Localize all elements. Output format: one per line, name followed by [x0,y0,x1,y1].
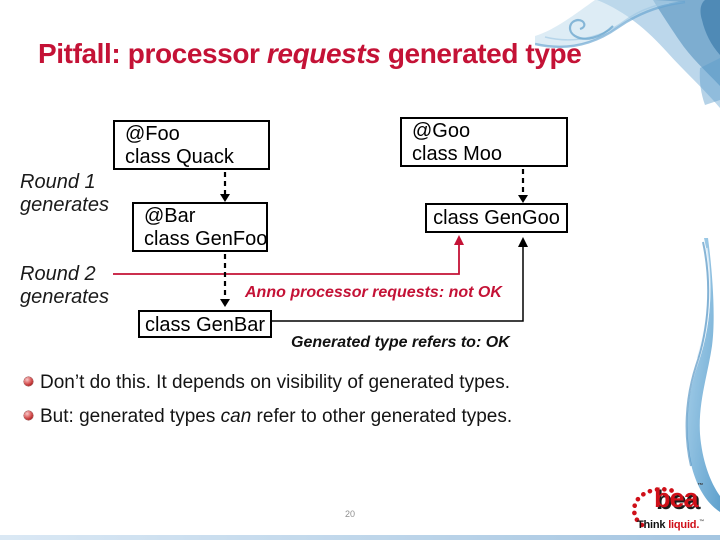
list-item: Don’t do this. It depends on visibility … [24,370,664,395]
box-goo-moo-line1: @Goo [412,120,471,142]
tagline-liquid: liquid. [668,519,700,531]
trademark-symbol: ™ [697,483,704,489]
title-text-suffix: generated type [380,38,582,69]
bullet-list: Don’t do this. It depends on visibility … [24,370,664,438]
box-bar-genfoo: @Bar class GenFoo [132,202,268,252]
box-bar-genfoo-line2: class GenFoo [144,228,268,250]
annotation-ok: Generated type refers to: OK [291,334,510,351]
page-number: 20 [344,509,355,519]
red-sphere-bullet-icon [24,411,33,420]
title-text-prefix: Pitfall: processor [38,38,267,69]
bottom-accent-band [0,535,720,540]
box-goo-moo-line2: class Moo [412,143,503,165]
bullet-2-prefix: But: generated types [40,406,221,427]
red-sphere-bullet-icon [24,377,33,386]
bullet-text-2: But: generated types can refer to other … [40,404,512,429]
round-1-label-line1: Round 1 [20,171,96,193]
round-2-label: Round 2 generates [20,263,130,309]
tagline-think: Think [637,519,666,531]
box-gengoo: class GenGoo [425,203,568,233]
trademark-symbol: ™ [699,519,704,525]
bullet-2-suffix: refer to other generated types. [251,406,513,427]
dashed-arrowhead-down-icon [220,299,230,307]
box-genbar-line1: class GenBar [144,314,266,336]
black-ok-connector [272,243,524,322]
red-arrowhead-up-icon [454,235,464,245]
box-foo-quack-line1: @Foo [125,123,180,145]
bullet-2-italic: can [220,406,252,427]
box-foo-quack-line2: class Quack [125,146,234,168]
dashed-arrowhead-down-icon [220,194,230,202]
box-foo-quack: @Foo class Quack [113,120,270,170]
blue-ribbon-decoration [685,238,720,512]
title-text-italic: requests [266,38,381,69]
box-gengoo-line1: class GenGoo [433,207,560,229]
dashed-arrowhead-down-icon [518,195,528,203]
bea-wordmark: bea™ [654,483,704,514]
bea-dotted-swirl-icon [631,486,679,528]
page-title: Pitfall: processor requests generated ty… [38,38,582,70]
bullet-1-prefix: Don’t do this. It depends on visibility … [40,372,510,393]
bea-logo: bea™ Think liquid.™ [628,483,720,537]
bullet-text-1: Don’t do this. It depends on visibility … [40,370,510,395]
round-1-label-line2: generates [20,194,109,216]
box-bar-genfoo-line1: @Bar [144,205,196,227]
box-genbar: class GenBar [138,310,272,338]
black-arrowhead-up-icon [518,237,528,247]
list-item: But: generated types can refer to other … [24,404,664,429]
bea-tagline: Think liquid.™ [637,519,704,531]
round-2-label-line2: generates [20,286,109,308]
annotation-not-ok: Anno processor requests: not OK [245,284,502,301]
round-2-label-line1: Round 2 [20,263,96,285]
box-goo-moo: @Goo class Moo [400,117,568,167]
round-1-label: Round 1 generates [20,171,130,217]
bea-brand-text: bea [654,483,699,513]
blue-smoke-swirl-decoration [535,0,720,108]
